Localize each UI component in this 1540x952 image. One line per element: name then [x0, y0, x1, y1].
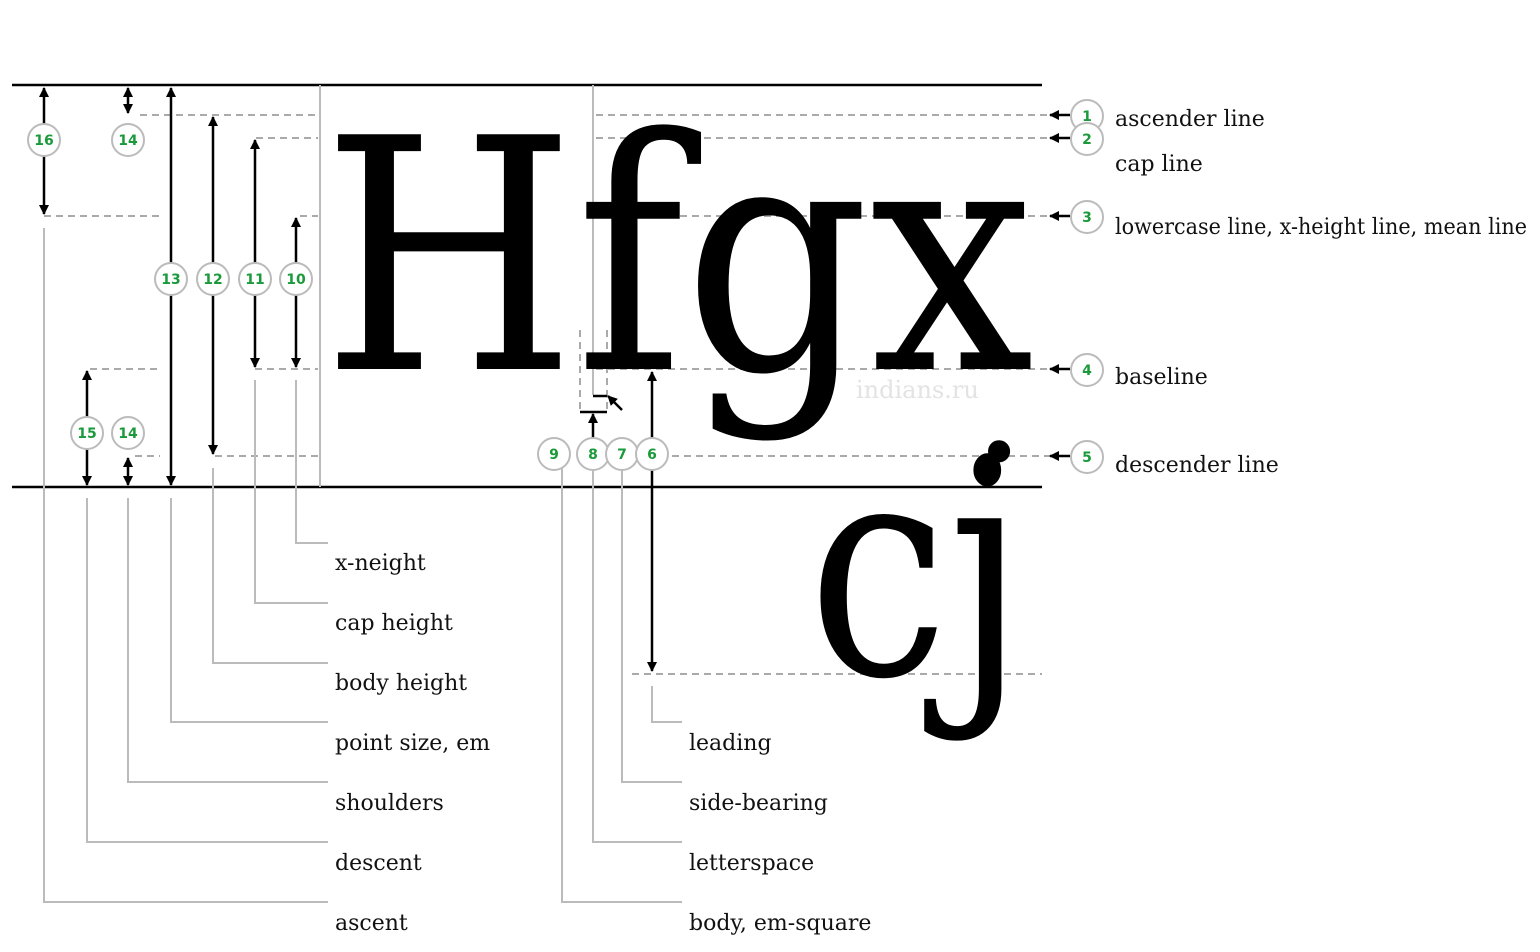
marker-12-label: 12 — [203, 272, 222, 288]
marker-12: 12 — [196, 262, 230, 296]
label-cap-line: cap line — [1115, 152, 1203, 177]
marker-5-label: 5 — [1082, 450, 1092, 466]
label-ascender-line: ascender line — [1115, 107, 1265, 132]
marker-5: 5 — [1070, 440, 1104, 474]
label-x-height-line: lowercase line, x-height line, mean line — [1115, 215, 1527, 240]
marker-14-bottom-label: 14 — [118, 426, 138, 442]
reference-lines — [44, 114, 1050, 675]
marker-8-label: 8 — [588, 447, 598, 463]
label-letterspace: letterspace — [689, 851, 814, 876]
marker-7: 7 — [605, 437, 639, 471]
label-descender-line: descender line — [1115, 453, 1279, 478]
marker-6-label: 6 — [647, 447, 657, 463]
marker-11: 11 — [238, 262, 272, 296]
label-x-height: x-neight — [335, 551, 426, 576]
marker-16-label: 16 — [34, 133, 53, 149]
label-cap-height: cap height — [335, 611, 453, 636]
marker-11-label: 11 — [245, 272, 264, 288]
glyph-cj: cj — [808, 396, 1026, 745]
marker-2-label: 2 — [1082, 132, 1092, 148]
marker-3-label: 3 — [1082, 210, 1092, 226]
marker-16: 16 — [27, 123, 61, 157]
marker-3: 3 — [1070, 200, 1104, 234]
label-point-size: point size, em — [335, 731, 490, 756]
leader-leading — [651, 686, 682, 723]
measurement-arrows — [39, 87, 1070, 672]
marker-1-label: 1 — [1082, 109, 1092, 125]
label-side-bearing: side-bearing — [689, 791, 828, 816]
marker-15: 15 — [70, 416, 104, 450]
leader-point-size — [170, 498, 328, 723]
leader-x-height — [295, 380, 328, 544]
leader-em-square — [561, 468, 682, 903]
leader-cap-height — [254, 380, 328, 604]
marker-13-label: 13 — [161, 272, 180, 288]
label-ascent: ascent — [335, 911, 408, 936]
marker-15-label: 15 — [77, 426, 96, 442]
leader-shoulders — [127, 498, 328, 783]
leader-body-height — [212, 468, 328, 664]
leader-side-bearing — [621, 468, 682, 783]
marker-7-label: 7 — [617, 447, 627, 463]
label-em-square: body, em-square — [689, 911, 871, 936]
leader-lines — [43, 228, 682, 903]
marker-9-label: 9 — [549, 447, 559, 463]
leader-ascent — [43, 228, 328, 903]
marker-2: 2 — [1070, 122, 1104, 156]
label-body-height: body height — [335, 671, 467, 696]
label-baseline: baseline — [1115, 365, 1208, 390]
label-descent: descent — [335, 851, 422, 876]
marker-14-top: 14 — [111, 123, 145, 157]
glyph-hfgx: Hfgx — [322, 70, 1034, 445]
marker-10-label: 10 — [286, 272, 306, 288]
marker-6: 6 — [635, 437, 669, 471]
marker-14-top-label: 14 — [118, 133, 138, 149]
marker-9: 9 — [537, 437, 571, 471]
arrow-side-bearing — [607, 395, 623, 411]
marker-4: 4 — [1070, 353, 1104, 387]
label-shoulders: shoulders — [335, 791, 444, 816]
marker-14-bottom: 14 — [111, 416, 145, 450]
leader-letterspace — [592, 468, 682, 843]
number-markers: 1 2 3 4 5 16 14 13 — [27, 99, 1104, 474]
marker-13: 13 — [154, 262, 188, 296]
glyph-period: . — [972, 303, 1026, 501]
leader-descent — [86, 498, 328, 843]
marker-4-label: 4 — [1082, 363, 1092, 379]
watermark: indians.ru — [856, 376, 979, 404]
marker-8: 8 — [576, 437, 610, 471]
marker-10: 10 — [279, 262, 313, 296]
label-leading: leading — [689, 731, 772, 756]
